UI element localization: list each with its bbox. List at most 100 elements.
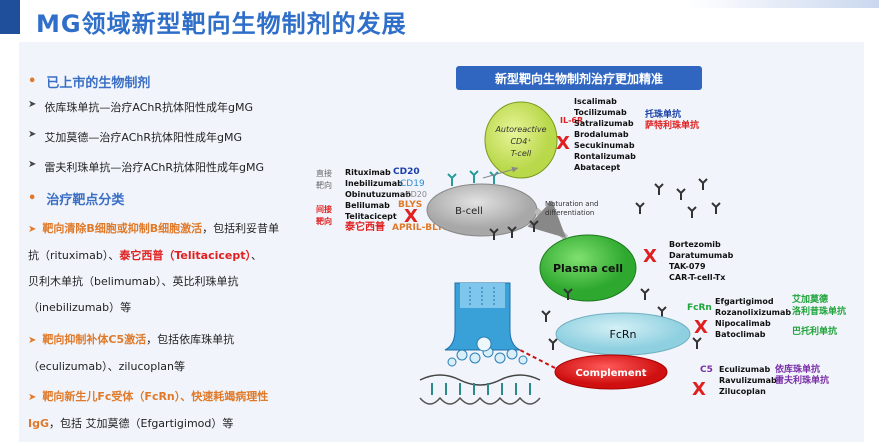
maturation-label: differentiation [545, 209, 594, 217]
direct-target-label: 靶向 [316, 180, 332, 190]
vesicles [447, 336, 528, 367]
left-text-column: •已上市的生物制剂 ➤依库珠单抗—治疗AChR抗体阳性成年gMG ➤艾加莫德—治… [28, 68, 328, 437]
drug-cn-name: 依库珠单抗 [775, 363, 820, 375]
c5-label: C5 [700, 365, 713, 375]
drug-name: Telitacicept [345, 212, 397, 221]
cd20-label: CD20 [393, 167, 420, 177]
section-title: 已上市的生物制剂 [46, 76, 151, 91]
maturation-arrow [527, 200, 569, 241]
drug-name: Batoclimab [715, 330, 766, 339]
cd20-label-gray: CD20 [405, 190, 427, 199]
direct-target-label: 直接 [316, 168, 332, 178]
drug-name: Brodalumab [574, 130, 629, 139]
section-heading-targets: • 治疗靶点分类 [28, 189, 328, 208]
arrow-bullet-icon: ➤ [28, 335, 37, 346]
target-text: ，包括 艾加莫德（Efgartigimod）等 [49, 417, 234, 430]
telitacicept-cn: 泰它西普 [344, 220, 385, 233]
drug-name: Nipocalimab [715, 319, 771, 328]
target-lead: IgG [28, 417, 49, 430]
target-text: 抗（rituximab）、 [28, 249, 120, 262]
nerve-terminal [444, 282, 521, 351]
drug-cn-name: 萨特利珠单抗 [645, 119, 699, 131]
target-text: （eculizumab）、zilucoplan等 [28, 360, 185, 373]
banner-text: 新型靶向生物制剂治疗更加精准 [495, 71, 663, 86]
arrow-bullet-icon: ➤ [28, 392, 37, 403]
diagram-banner [456, 66, 702, 90]
list-item-text: 依库珠单抗—治疗AChR抗体阳性成年gMG [44, 101, 254, 114]
complement-ellipse [554, 354, 668, 390]
list-item-text: 艾加莫德—治疗AChR抗体阳性成年gMG [44, 131, 243, 144]
cd19-label: CD19 [400, 179, 425, 189]
fcrn-cell-label: FcRn [610, 328, 637, 341]
section-heading-approved: • 已上市的生物制剂 [28, 72, 328, 91]
block-x-icon: X [556, 133, 570, 154]
drug-name: Daratumumab [669, 251, 734, 260]
tcell-circle [484, 101, 558, 179]
drug-name: Obinutuzumab [345, 190, 411, 199]
drug-name: Belilumab [345, 201, 390, 210]
page-title: MG领域新型靶向生物制剂的发展 [36, 10, 407, 38]
drug-name: Rituximab [345, 168, 391, 177]
target-lead: 靶向抑制补体C5激活 [42, 333, 147, 346]
target-text: （inebilizumab）等 [28, 301, 132, 314]
target-fcrn-paragraph: ➤ 靶向新生儿Fc受体（FcRn）、快速耗竭病理性 IgG，包括 艾加莫德（Efg… [28, 384, 328, 437]
drug-cn-name: 巴托利单抗 [792, 325, 837, 337]
indirect-target-label: 靶向 [316, 216, 332, 226]
receptor-icons [447, 170, 499, 186]
drug-name: Iscalimab [574, 97, 617, 106]
drug-name: Ravulizumab [719, 376, 777, 385]
block-x-icon: X [694, 317, 708, 338]
target-text: ，包括利妥昔单 [202, 222, 280, 235]
block-x-icon: X [404, 206, 418, 227]
complement-label: Complement [575, 368, 646, 379]
drug-name: Bortezomib [669, 240, 721, 249]
maturation-label: Maturation and [545, 200, 598, 208]
arrow-bullet-icon: ➤ [28, 224, 37, 235]
target-lead: 靶向清除B细胞或抑制B细胞激活 [42, 222, 203, 235]
drug-name: Eculizumab [719, 365, 770, 374]
tcell-label: CD4⁺ [510, 137, 531, 146]
drug-name: Efgartigimod [715, 297, 774, 306]
drug-name: Secukinumab [574, 141, 635, 150]
bcell-label: B-cell [455, 206, 483, 217]
blys-label: BLYS [398, 200, 422, 210]
list-item-text: 雷夫利珠单抗—治疗AChR抗体阳性成年gMG [44, 161, 265, 174]
drug-name: Inebilizumab [345, 179, 403, 188]
achr-receptor-icons [431, 383, 531, 395]
drug-cn-name: 雷夫利珠单抗 [775, 374, 829, 386]
indirect-target-label: 间接 [316, 204, 332, 214]
drug-name: Rozanolixizumab [715, 308, 791, 317]
target-text: ，包括依库珠单抗 [146, 333, 235, 346]
bullet-dot-icon: • [28, 74, 37, 89]
bullet-dot-icon: • [28, 191, 37, 206]
tcell-label: Autoreactive [494, 125, 546, 134]
drug-cn-name: 洛利昔珠单抗 [792, 305, 846, 317]
tcell-label: T-cell [511, 149, 532, 158]
block-x-icon: X [692, 379, 706, 400]
list-item: ➤ 雷夫利珠单抗—治疗AChR抗体阳性成年gMG [28, 159, 328, 175]
arrow-bullet-icon: ➤ [28, 159, 37, 170]
drug-name: Abatacept [574, 163, 620, 172]
drug-name: TAK-079 [669, 262, 706, 271]
drug-name: Satralizumab [574, 119, 634, 128]
section-title: 治疗靶点分类 [46, 193, 125, 208]
synaptic-membrane [419, 374, 541, 386]
list-item: ➤艾加莫德—治疗AChR抗体阳性成年gMG [28, 129, 328, 145]
plasma-cell-label: Plasma cell [553, 262, 623, 275]
block-x-icon: X [643, 246, 657, 267]
tcell-bcell-arrow [482, 166, 519, 179]
drug-cn-name: 托珠单抗 [645, 108, 681, 120]
drug-cn-name: 艾加莫德 [792, 293, 828, 305]
target-complement-paragraph: ➤ 靶向抑制补体C5激活，包括依库珠单抗 （eculizumab）、zilucop… [28, 327, 328, 380]
highlight-drug: 泰它西普（Telitacicept） [119, 249, 252, 262]
target-text: 贝利木单抗（belimumab）、英比利珠单抗 [28, 275, 239, 288]
top-right-accent [689, 0, 879, 8]
drug-name: Tocilizumab [574, 108, 627, 117]
drug-name: Zilucoplan [719, 387, 766, 396]
il6r-label: IL-6R [560, 116, 583, 125]
drug-name: CAR-T-cell-Tx [669, 273, 726, 282]
april-blys-label: APRIL-BLYS [392, 223, 450, 233]
target-lead: 靶向新生儿Fc受体（FcRn）、快速耗竭病理性 [42, 390, 269, 403]
drug-name: Rontalizumab [574, 152, 636, 161]
